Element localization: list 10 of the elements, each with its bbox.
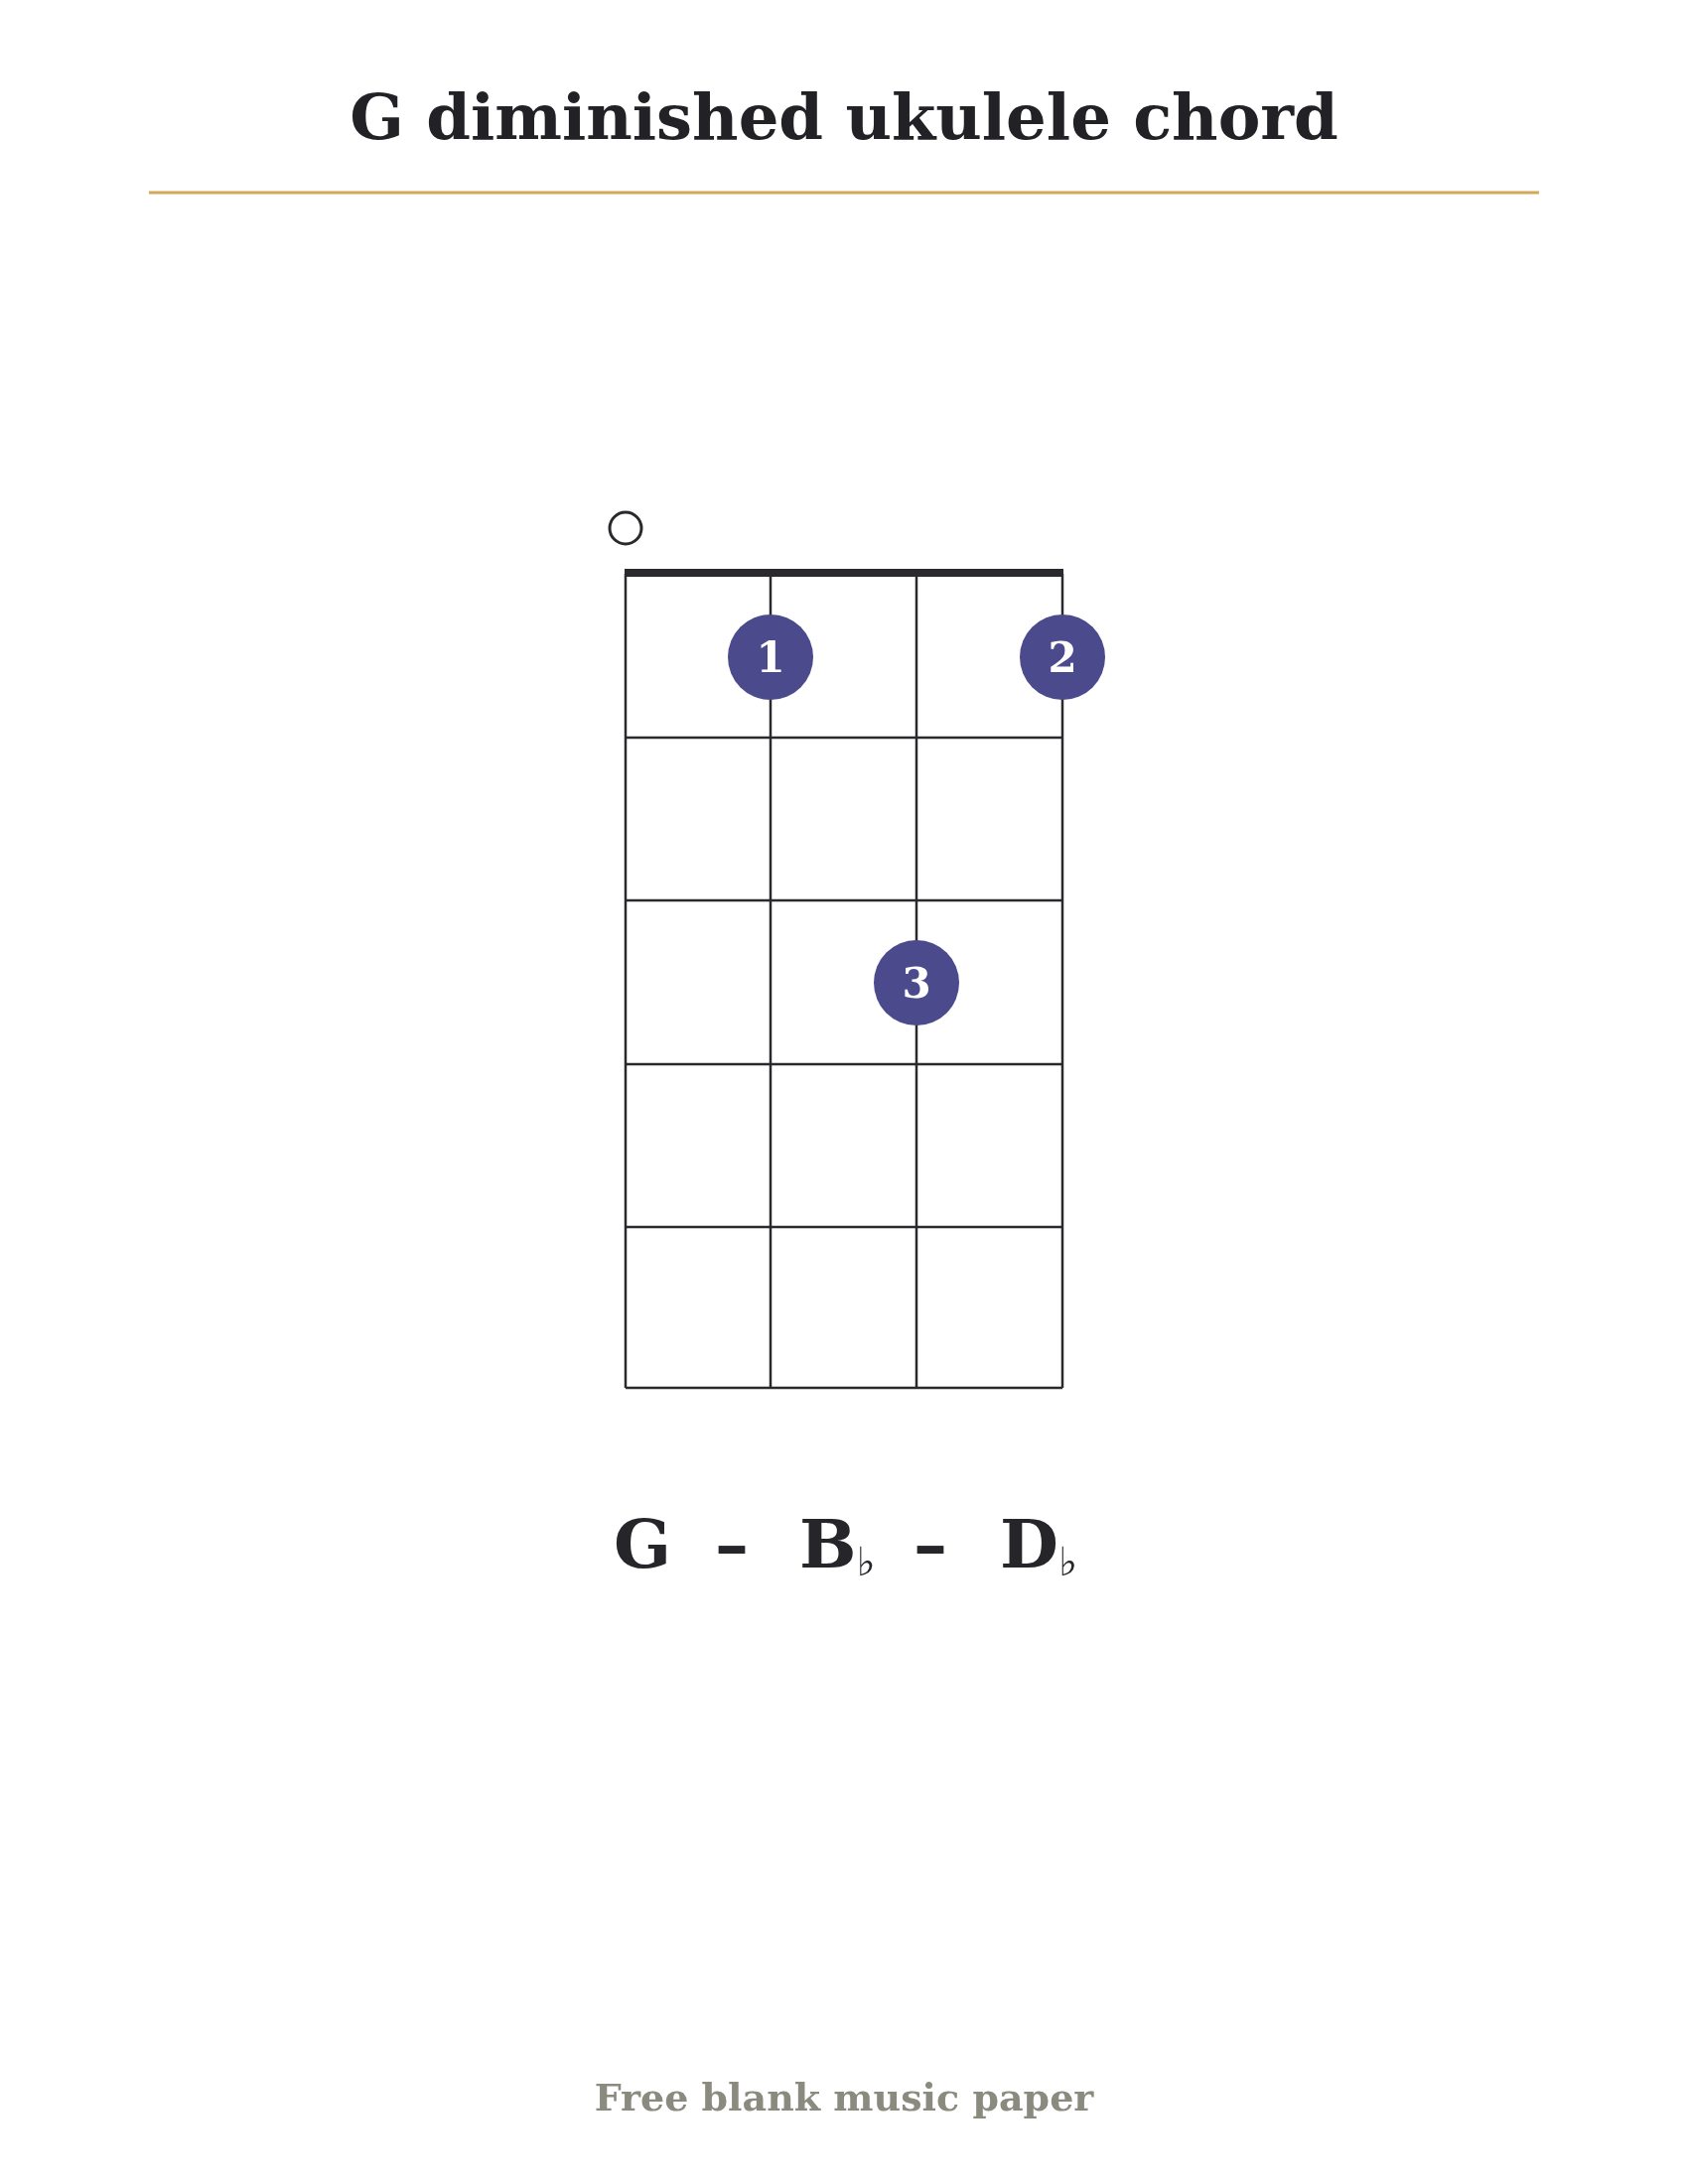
note-name: G bbox=[614, 1504, 672, 1583]
note-name: D$_{♭}$ bbox=[1000, 1504, 1077, 1584]
title: G diminished ukulele chord bbox=[349, 79, 1339, 154]
separator-dash: – bbox=[914, 1504, 947, 1583]
finger-dot: 2 bbox=[1020, 614, 1105, 700]
note-name: B$_{♭}$ bbox=[799, 1504, 876, 1584]
separator-dash: – bbox=[715, 1504, 749, 1583]
finger-dot: 3 bbox=[874, 940, 959, 1025]
finger-dot: 1 bbox=[728, 614, 813, 700]
footer-text: Free blank music paper bbox=[593, 2075, 1095, 2119]
